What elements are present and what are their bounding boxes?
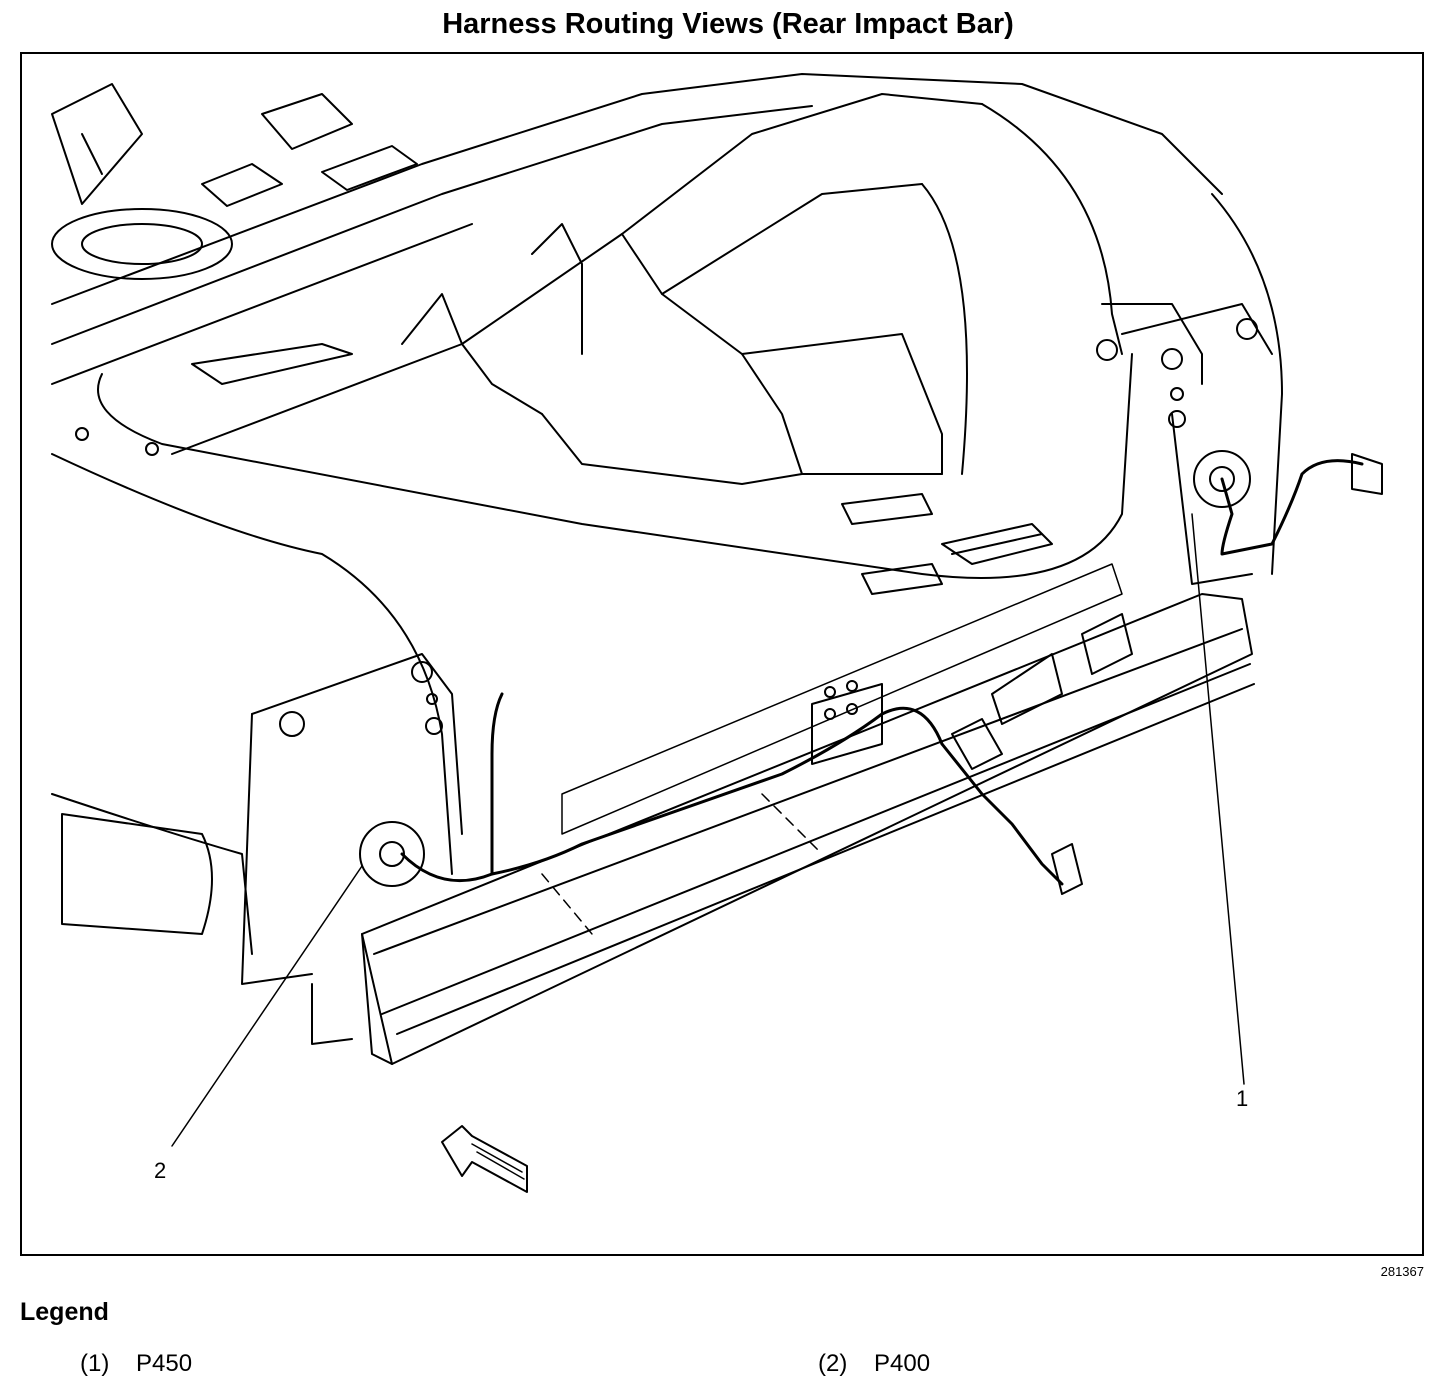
callout-2-label: 2 (154, 1158, 166, 1183)
figure-id: 281367 (1380, 1264, 1424, 1279)
legend-item-2: (2) P400 (818, 1350, 930, 1378)
connector-p400-grommet (379, 841, 405, 867)
legend-item-1: (1) P450 (80, 1350, 192, 1378)
connector-p450-grommet (1209, 466, 1235, 492)
legend-item-number: (1) (80, 1350, 110, 1377)
diagram-frame: 1 2 (20, 52, 1424, 1256)
view-direction-arrow (441, 1125, 528, 1193)
harness-routing-illustration: 1 2 (51, 73, 1383, 1193)
legend-item-text: P450 (136, 1350, 193, 1377)
callout-1-label: 1 (1236, 1086, 1248, 1111)
diagram-title: Harness Routing Views (Rear Impact Bar) (442, 8, 1014, 40)
right-quarter-panel (1096, 193, 1283, 585)
legend-item-text: P400 (874, 1350, 931, 1377)
callout-leaders (171, 513, 1245, 1147)
left-quarter-panel (51, 453, 463, 1045)
package-shelf (51, 73, 1223, 456)
legend-heading: Legend (20, 1298, 109, 1326)
trunk-compartment (97, 93, 1203, 595)
rear-impact-bar (361, 563, 1255, 1065)
wiring-harness (400, 453, 1383, 895)
legend-item-number: (2) (818, 1350, 848, 1377)
attachment-lines (541, 793, 823, 935)
